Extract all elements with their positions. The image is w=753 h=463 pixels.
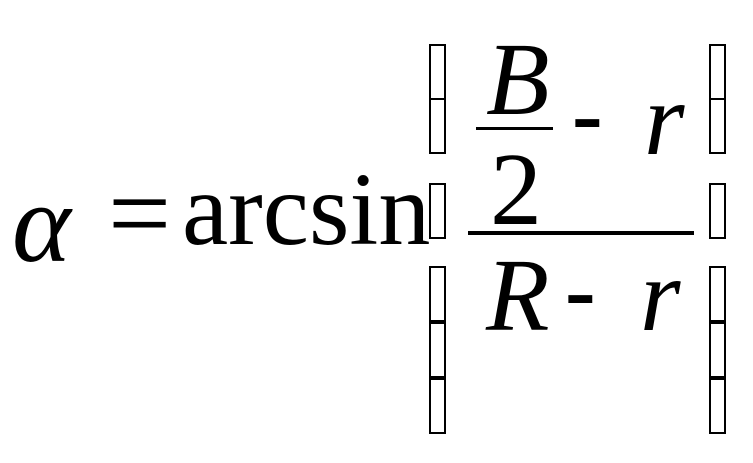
main-fraction-bar <box>468 231 694 235</box>
denominator-minus: - <box>565 239 596 341</box>
right-bracket-segment <box>709 266 726 322</box>
left-bracket-segment <box>429 322 446 378</box>
right-bracket-segment <box>709 183 726 239</box>
left-bracket-segment <box>429 98 446 154</box>
left-bracket-segment <box>429 44 446 100</box>
numerator-minus: - <box>572 63 603 165</box>
numerator-two: 2 <box>490 132 542 247</box>
denominator-r: r <box>640 238 681 353</box>
alpha-symbol: α <box>12 162 71 286</box>
right-bracket-segment <box>709 322 726 378</box>
left-bracket-segment <box>429 266 446 322</box>
denominator-R: R <box>486 238 550 353</box>
arcsin-function: arcsin <box>182 152 431 267</box>
left-bracket-segment <box>429 378 446 434</box>
inner-fraction-bar <box>476 127 553 130</box>
numerator-B: B <box>486 22 550 137</box>
numerator-r: r <box>644 62 685 177</box>
right-bracket-segment <box>709 378 726 434</box>
left-bracket-segment <box>429 183 446 239</box>
right-bracket-segment <box>709 98 726 154</box>
equals-sign: = <box>108 152 172 276</box>
right-bracket-segment <box>709 44 726 100</box>
